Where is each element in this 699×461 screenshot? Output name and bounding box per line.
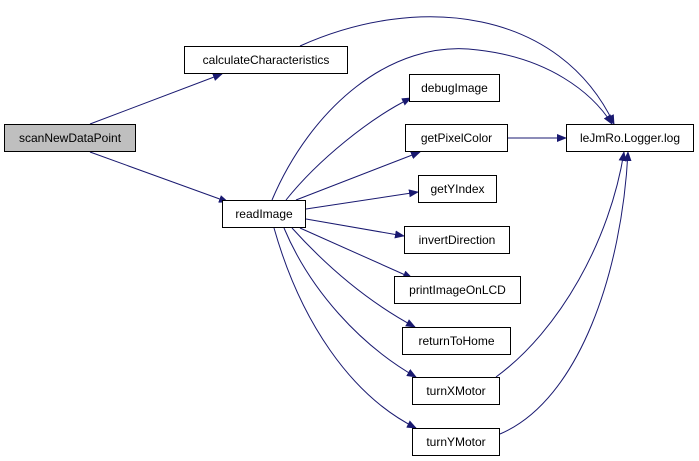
node-label: returnToHome	[418, 334, 495, 348]
node-print-image-on-lcd[interactable]: printImageOnLCD	[394, 276, 521, 304]
node-label: leJmRo.Logger.log	[579, 131, 681, 145]
edge-turn-x-motor-to-logger-log	[495, 151, 627, 378]
node-label: turnXMotor	[426, 384, 486, 398]
node-calculate-characteristics[interactable]: calculateCharacteristics	[184, 46, 348, 74]
node-debug-image[interactable]: debugImage	[409, 74, 500, 102]
node-turn-x-motor[interactable]: turnXMotor	[412, 377, 500, 405]
edge-read-image-to-print-image-on-lcd	[299, 227, 413, 279]
edge-read-image-to-get-y-index	[305, 189, 419, 210]
node-invert-direction[interactable]: invertDirection	[404, 226, 510, 254]
node-label: readImage	[235, 207, 293, 221]
node-label: debugImage	[421, 81, 488, 95]
node-get-y-index[interactable]: getYIndex	[418, 175, 497, 203]
node-label: turnYMotor	[426, 435, 486, 449]
edge-read-image-to-turn-x-motor	[283, 227, 417, 378]
edge-read-image-to-turn-y-motor	[273, 227, 417, 429]
node-logger-log[interactable]: leJmRo.Logger.log	[566, 124, 694, 152]
edge-read-image-to-get-pixel-color	[295, 151, 421, 201]
edge-scan-new-data-point-to-read-image	[89, 151, 229, 203]
edge-read-image-to-invert-direction	[305, 218, 405, 239]
node-label: invertDirection	[418, 233, 496, 247]
node-label: getPixelColor	[420, 131, 493, 145]
node-return-to-home[interactable]: returnToHome	[402, 327, 511, 355]
edge-turn-y-motor-to-logger-log	[499, 151, 632, 435]
edge-read-image-to-logger-log	[271, 48, 613, 201]
node-get-pixel-color[interactable]: getPixelColor	[405, 124, 508, 152]
node-read-image[interactable]: readImage	[222, 200, 306, 228]
node-label: calculateCharacteristics	[202, 53, 330, 67]
node-label: scanNewDataPoint	[18, 131, 122, 145]
edge-read-image-to-debug-image	[285, 97, 412, 201]
node-label: getYIndex	[430, 182, 485, 196]
edge-read-image-to-return-to-home	[291, 227, 416, 328]
edge-scan-new-data-point-to-calculate-characteristics	[89, 73, 223, 125]
node-turn-y-motor[interactable]: turnYMotor	[412, 428, 500, 456]
node-scan-new-data-point[interactable]: scanNewDataPoint	[4, 124, 136, 152]
edge-calculate-characteristics-to-logger-log	[299, 16, 615, 125]
node-label: printImageOnLCD	[409, 283, 506, 297]
